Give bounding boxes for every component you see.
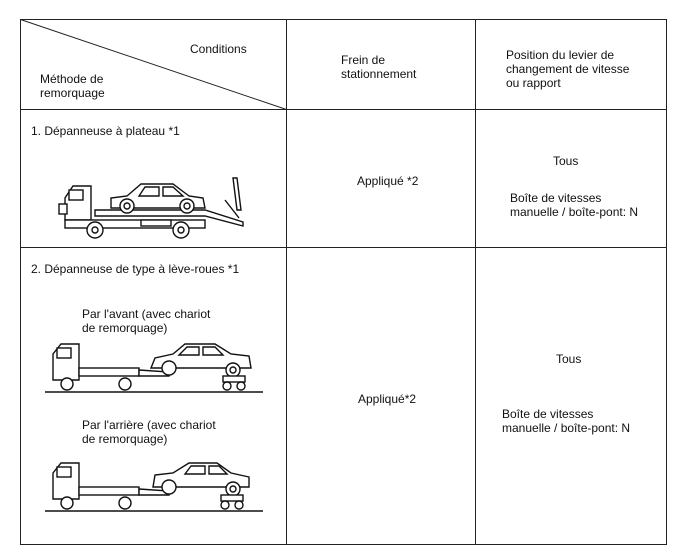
row2-lever-manual: Boîte de vitesses manuelle / boîte-pont:… — [502, 407, 631, 435]
row1-parking-brake: Appliqué *2 — [357, 174, 419, 188]
row2-sub-rear: Par l'arrière (avec chariot de remorquag… — [82, 418, 216, 446]
wheel-lift-front-illustration — [45, 343, 263, 393]
row1-lever-all: Tous — [553, 154, 579, 168]
header-diagonal — [20, 19, 287, 110]
row2-method: 2. Dépanneuse de type à lève-roues *1 — [31, 262, 240, 276]
header-lever-position: Position du levier de changement de vite… — [506, 48, 630, 90]
row2-lever-all: Tous — [556, 352, 582, 366]
flatbed-tow-truck-illustration — [58, 177, 244, 239]
row1-lever-manual: Boîte de vitesses manuelle / boîte-pont:… — [510, 191, 639, 219]
row2-sub-front: Par l'avant (avec chariot de remorquage) — [82, 307, 211, 335]
header-method: Méthode de remorquage — [40, 72, 105, 100]
header-parking-brake: Frein de stationnement — [341, 53, 417, 81]
row2-parking-brake: Appliqué*2 — [358, 392, 417, 406]
wheel-lift-rear-illustration — [45, 462, 263, 512]
header-conditions: Conditions — [190, 42, 247, 56]
row1-method: 1. Dépanneuse à plateau *1 — [31, 124, 180, 138]
